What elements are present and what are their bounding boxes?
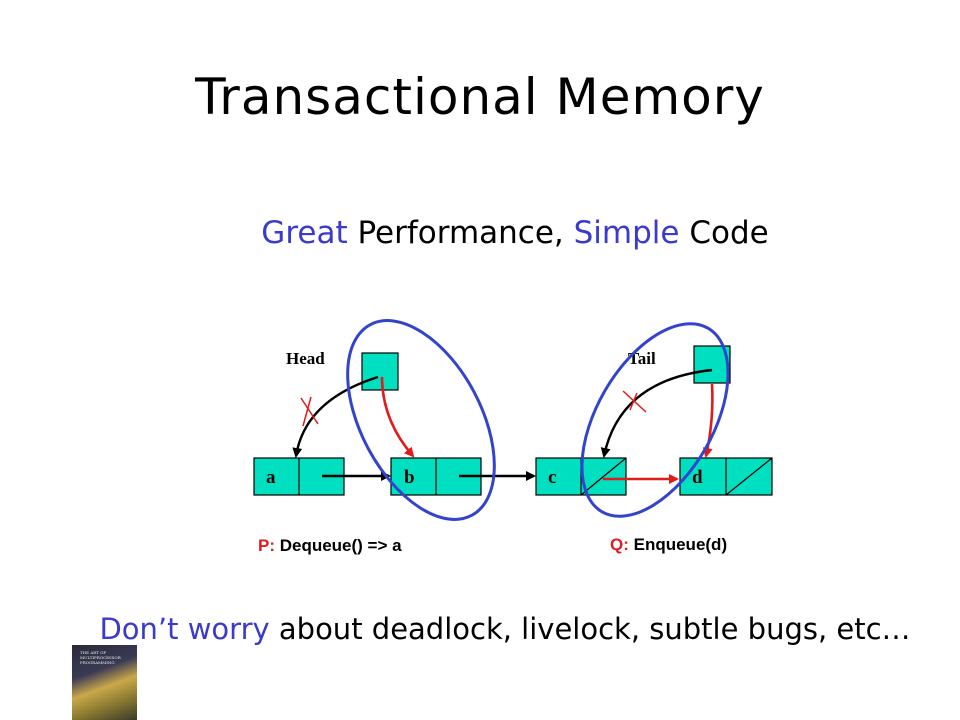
node-d-label: d	[692, 467, 703, 488]
op-p: P: Dequeue() => a	[258, 536, 402, 556]
op-q-text: Enqueue(d)	[628, 535, 728, 554]
book-cover-text: THE ART OF MULTIPROCESSOR PROGRAMMING	[80, 650, 121, 665]
head-cross-1	[300, 397, 319, 425]
bottom-rest: about deadlock, livelock, subtle bugs, e…	[269, 612, 911, 646]
node-d: d	[679, 457, 773, 496]
bottom-line: Don’t worry about deadlock, livelock, su…	[0, 612, 960, 646]
old-head-arrow	[292, 375, 379, 458]
node-b-label: b	[404, 467, 415, 488]
transaction-q-ellipse	[580, 322, 730, 518]
subtitle-code: Code	[679, 215, 769, 251]
node-b: b	[390, 457, 482, 496]
new-tail-arrow	[702, 383, 714, 458]
subtitle-simple: Simple	[573, 215, 680, 251]
old-tail-arrow	[600, 368, 713, 458]
head-label: Head	[286, 349, 325, 368]
transaction-p-ellipse	[346, 319, 496, 521]
tail-cross-2	[629, 392, 638, 411]
node-c-label: c	[548, 467, 556, 488]
op-p-text: Dequeue() => a	[275, 536, 402, 555]
op-p-tag: P:	[258, 536, 275, 555]
subtitle-performance: Performance,	[347, 215, 574, 251]
slide-title: Transactional Memory	[195, 68, 765, 126]
slide-subtitle: Great Performance, Simple Code	[0, 215, 960, 251]
head-pointer-box	[361, 352, 399, 391]
subtitle-great: Great	[261, 215, 348, 251]
tail-cross-1	[622, 390, 647, 413]
node-c-null-slash	[580, 457, 627, 496]
new-head-arrow	[380, 376, 415, 458]
head-cross-2	[302, 396, 312, 427]
book-cover-image: THE ART OF MULTIPROCESSOR PROGRAMMING	[72, 645, 137, 720]
op-q-tag: Q:	[610, 535, 629, 554]
bottom-dont-worry: Don’t worry	[99, 612, 270, 646]
tail-label: Tail	[628, 349, 656, 368]
op-q: Q: Enqueue(d)	[610, 535, 727, 555]
node-d-null-slash	[725, 457, 773, 496]
node-a-label: a	[266, 467, 276, 488]
